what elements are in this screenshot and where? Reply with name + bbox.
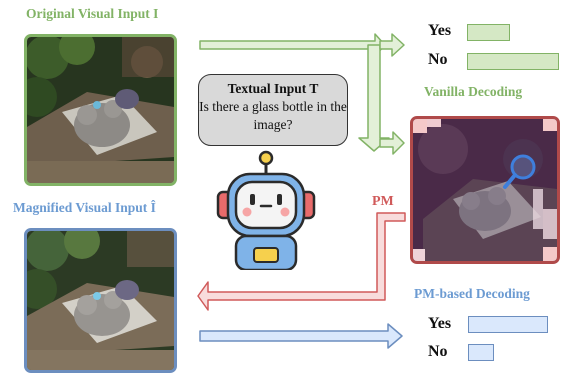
question-text: Is there a glass bottle in the image? — [199, 99, 347, 132]
pm-no-label: No — [428, 343, 448, 361]
pm-yes-label: Yes — [428, 315, 451, 333]
pm-decoding-text: PM-based Decoding — [414, 286, 530, 301]
pm-arrow — [197, 212, 406, 311]
vanilla-yes-text: Yes — [428, 22, 452, 39]
vanilla-yes-label: Yes — [428, 22, 451, 40]
vanilla-yes-bar — [467, 24, 510, 41]
vanilla-decoding-label: Vanilla Decoding — [424, 84, 522, 100]
magnifier-icon — [503, 154, 536, 189]
magnified-image — [24, 228, 177, 373]
highlighted-image — [410, 116, 560, 264]
question-title: Textual Input T — [227, 81, 319, 96]
original-input-text: Original Visual Input I — [26, 6, 159, 21]
original-input-title: Original Visual Input I — [26, 6, 158, 22]
pm-text: PM — [372, 194, 394, 209]
magnified-input-title: Magnified Visual Input Î — [13, 200, 156, 216]
vanilla-no-text: No — [428, 51, 448, 68]
robot-icon — [216, 150, 316, 270]
pm-label: PM — [372, 194, 394, 210]
vanilla-no-label: No — [428, 51, 448, 69]
pm-yes-text: Yes — [428, 315, 452, 332]
vanilla-no-bar — [467, 53, 559, 70]
pm-yes-bar — [468, 316, 548, 333]
pm-no-bar — [468, 344, 494, 361]
blue-arrow — [199, 323, 403, 349]
vanilla-decoding-text: Vanilla Decoding — [424, 84, 523, 99]
pm-decoding-label: PM-based Decoding — [414, 286, 530, 302]
question-box: Textual Input T Is there a glass bottle … — [198, 74, 348, 146]
pm-no-text: No — [428, 343, 448, 360]
original-image — [24, 34, 177, 186]
magnified-input-text: Magnified Visual Input Î — [13, 200, 156, 215]
